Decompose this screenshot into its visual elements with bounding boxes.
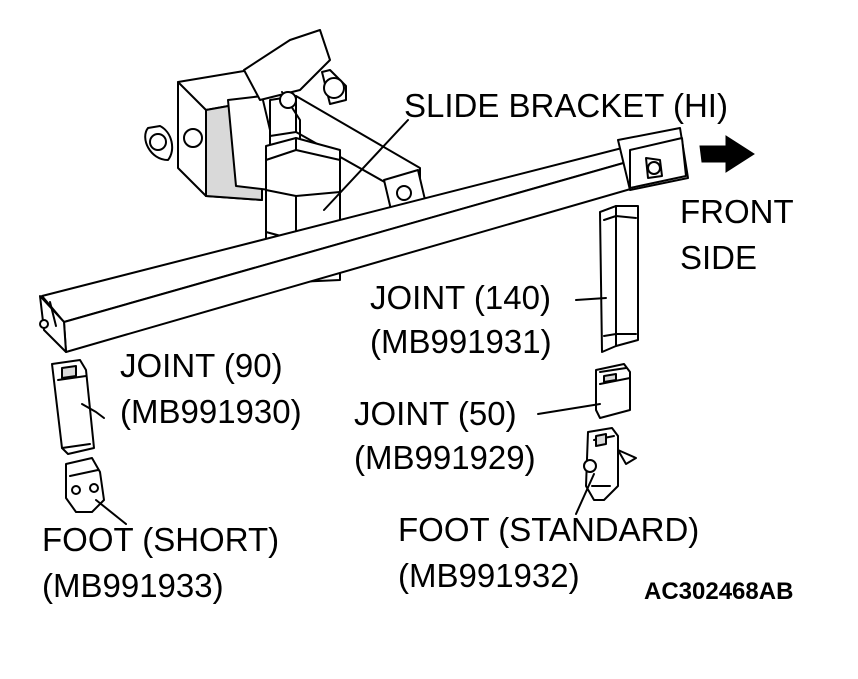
slide-bracket-label: SLIDE BRACKET (HI) (404, 87, 728, 124)
joint-50-name: JOINT (50) (354, 395, 517, 432)
joint-90-part-number: (MB991930) (120, 393, 302, 430)
front-label: FRONT (680, 193, 794, 230)
foot-standard-name: FOOT (STANDARD) (398, 511, 700, 548)
crossbeam-part (39, 127, 689, 353)
foot-standard-part-number: (MB991932) (398, 557, 580, 594)
foot-standard-part (583, 427, 637, 501)
figure-code: AC302468AB (644, 578, 794, 605)
joint-140-part-number: (MB991931) (370, 323, 552, 360)
foot-short-part-number: (MB991933) (42, 567, 224, 604)
side-label: SIDE (680, 239, 758, 276)
joint-140-part (599, 205, 639, 353)
joint-90-name: JOINT (90) (120, 347, 283, 384)
joint-90-part (51, 359, 95, 455)
foot-short-part (65, 457, 105, 513)
leader-lines (81, 119, 607, 525)
foot-short-name: FOOT (SHORT) (42, 521, 280, 558)
joint-140-name: JOINT (140) (370, 279, 551, 316)
joint-50-part-number: (MB991929) (354, 439, 536, 476)
joint-50-part (595, 363, 631, 419)
vehicle-axle-assembly (144, 29, 421, 203)
arrow-right-icon (699, 135, 755, 173)
